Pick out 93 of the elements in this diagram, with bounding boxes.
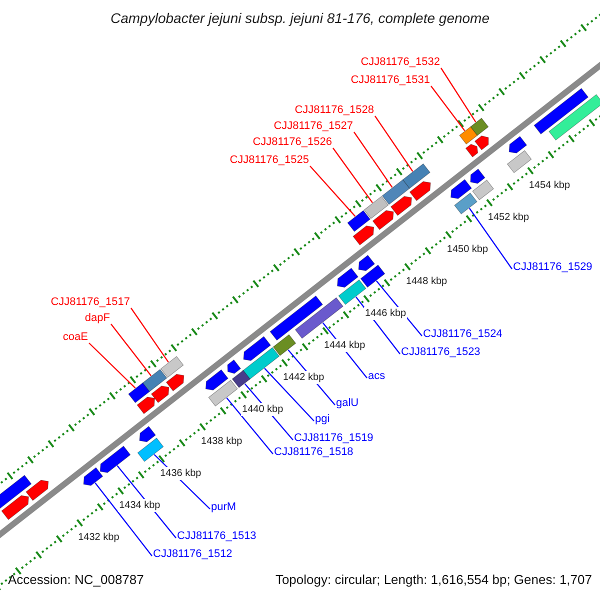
gene-feature	[136, 396, 156, 414]
gene-feature	[166, 374, 184, 392]
gene-block	[232, 370, 250, 388]
gene-feature	[390, 196, 412, 216]
gene-label: acs	[368, 370, 386, 382]
leader-line	[374, 116, 414, 172]
gene-feature	[450, 179, 472, 199]
gene-label: pgi	[315, 412, 330, 426]
gene-block	[459, 126, 478, 145]
leader-line	[110, 324, 152, 376]
scale-label: 1446 kbp	[364, 306, 408, 320]
gene-block	[454, 192, 478, 214]
leader-line	[430, 86, 466, 132]
gene-label: CJJ81176_1528	[294, 104, 374, 116]
gene-block	[470, 118, 489, 136]
gene-feature	[1, 495, 29, 520]
gene-block	[402, 163, 430, 189]
leader-line	[468, 208, 512, 270]
gene-label: CJJ81176_1526	[252, 136, 332, 148]
gene-feature	[227, 360, 242, 374]
gene-feature	[474, 136, 489, 150]
gene-label: CJJ81176_1519	[294, 432, 374, 444]
gene-label: CJJ81176_1532	[360, 56, 440, 68]
gene-label: CJJ81176_1518	[274, 446, 354, 458]
gene-feature	[470, 168, 486, 184]
gene-block	[142, 368, 168, 392]
scale-label: 1444 kbp	[322, 338, 366, 352]
gene-block	[272, 334, 296, 356]
gene-label: purM	[211, 500, 236, 514]
gene-label: CJJ81176_1523	[401, 346, 480, 358]
gene-feature	[372, 210, 394, 230]
gene-block	[548, 94, 600, 141]
gene-feature	[139, 426, 156, 442]
leader-line	[332, 148, 373, 204]
scale-label: 1448 kbp	[404, 274, 448, 288]
scale-label: 1454 kbp	[528, 178, 572, 192]
accession-text: Accession: NC_008787	[8, 572, 144, 587]
gene-block	[347, 210, 371, 232]
gene-label: CJJ81176_1513	[177, 530, 256, 542]
gene-feature	[243, 336, 271, 361]
leader-line	[94, 482, 152, 556]
leader-line	[310, 166, 356, 217]
gene-feature	[352, 226, 374, 246]
gene-label: CJJ81176_1531	[350, 74, 430, 86]
gene-block	[242, 347, 280, 380]
leader-line	[354, 132, 393, 188]
gene-label: CJJ81176_1517	[50, 296, 130, 308]
gene-feature	[409, 181, 431, 202]
gene-block	[294, 297, 344, 339]
gene-feature	[337, 268, 358, 288]
gene-label: galU	[336, 396, 359, 410]
gene-feature	[100, 446, 131, 473]
gene-label: coaE	[62, 330, 88, 344]
gene-block	[137, 438, 164, 462]
leader-line	[264, 368, 314, 422]
scale-label: 1432 kbp	[77, 530, 120, 544]
gene-block	[506, 150, 532, 174]
gene-feature	[83, 467, 104, 486]
gene-block	[160, 356, 184, 378]
gene-block	[472, 180, 494, 200]
scale-label: 1436 kbp	[159, 466, 202, 480]
gene-label: CJJ81176_1527	[274, 120, 353, 132]
gene-block	[128, 382, 150, 404]
scale-label: 1440 kbp	[241, 402, 284, 416]
gene-block	[270, 295, 324, 341]
gene-feature	[508, 136, 528, 154]
leader-line	[226, 397, 274, 454]
gene-block	[534, 88, 589, 134]
scale-label: 1442 kbp	[282, 370, 326, 384]
scale-label: 1452 kbp	[486, 210, 530, 224]
scale-label: 1434 kbp	[118, 498, 162, 512]
gene-label: CJJ81176_1529	[513, 260, 592, 274]
scale-label: 1438 kbp	[200, 434, 244, 448]
gene-block	[364, 196, 389, 219]
title: Campylobacter jejuni subsp. jejuni 81-176, complete genome	[110, 10, 490, 26]
genome-info-text: Topology: circular; Length: 1,616,554 bp; Genes: 1,707	[275, 572, 592, 587]
scale-label: 1450 kbp	[446, 242, 490, 256]
leader-line	[88, 342, 136, 388]
gene-label: dapF	[84, 312, 110, 324]
gene-feature	[26, 480, 49, 501]
gene-label: CJJ81176_1525	[230, 154, 309, 166]
gene-label: CJJ81176_1524	[423, 328, 502, 340]
leader-line	[440, 68, 476, 122]
gene-block	[338, 279, 366, 305]
gene-feature	[465, 144, 478, 158]
gene-feature	[150, 386, 170, 404]
gene-block	[208, 380, 238, 407]
gene-block	[382, 179, 410, 205]
gene-block	[0, 474, 32, 509]
gene-feature	[205, 369, 228, 390]
gene-label: CJJ81176_1512	[153, 548, 232, 560]
gene-feature	[358, 254, 376, 272]
leader-line	[130, 308, 169, 363]
